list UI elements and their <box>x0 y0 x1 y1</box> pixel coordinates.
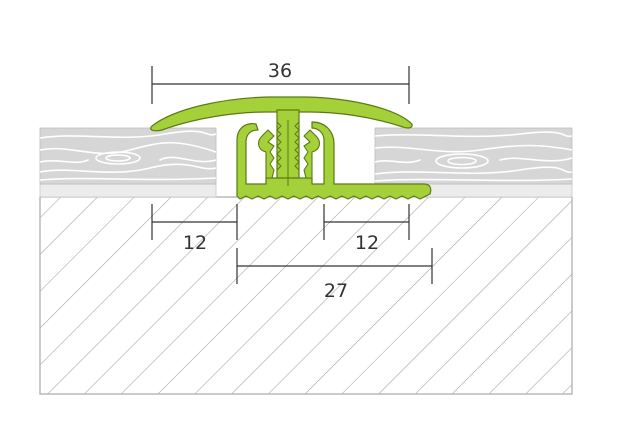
dimension-top-width <box>151 66 410 104</box>
dimension-label-right-gap: 12 <box>355 232 379 254</box>
profile-stem-teeth <box>276 121 300 171</box>
wood-grain-left <box>40 130 216 181</box>
dimension-label-left-gap: 12 <box>183 232 207 254</box>
profile-clip-right <box>303 129 321 179</box>
dimension-right-gap <box>323 204 410 240</box>
underlay-left <box>39 183 217 198</box>
floor-board-left <box>39 127 217 185</box>
dimension-label-base-width: 27 <box>324 280 348 302</box>
transition-profile <box>150 96 432 200</box>
wood-grain-right <box>375 131 572 182</box>
dimension-label-top-width: 36 <box>268 60 292 82</box>
floor-board-right <box>374 127 573 185</box>
dimension-left-gap <box>151 204 238 240</box>
profile-base <box>236 121 432 200</box>
profile-clip-left <box>257 129 275 179</box>
dimension-base-width <box>236 248 433 284</box>
subfloor <box>39 196 573 395</box>
